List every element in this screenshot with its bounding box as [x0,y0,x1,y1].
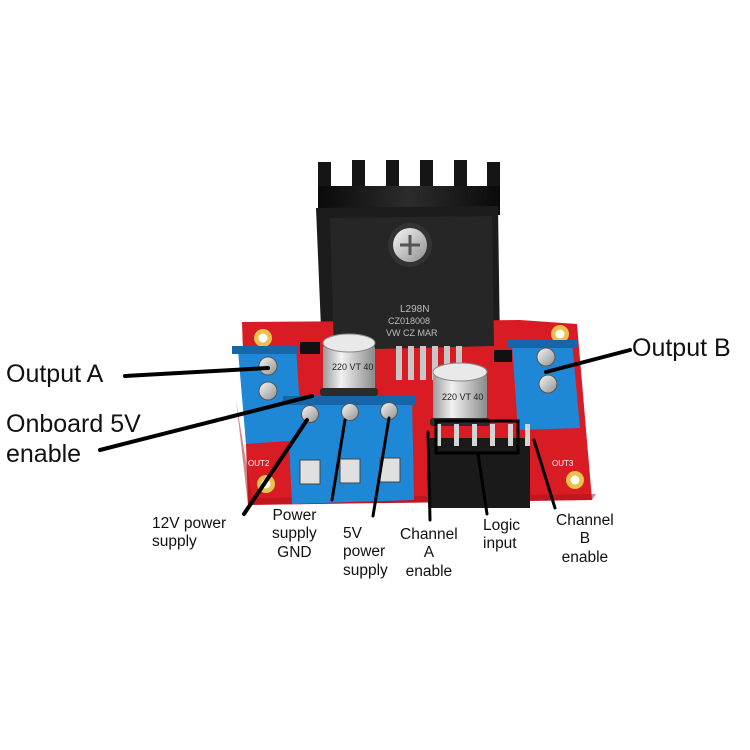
pointer-12v [242,418,309,516]
label-12v-power-supply: 12V power supply [152,515,227,551]
capacitor-right-label: 220 VT 40 [442,392,483,402]
silkscreen-out2: OUT2 [248,459,270,468]
label-output-a: Output A [6,360,104,388]
label-output-b: Output B [632,334,731,362]
capacitor-left: 220 VT 40 [320,333,378,396]
label-channel-a-enable: Channel A enable [400,526,458,580]
label-logic-input: Logic input [483,517,521,553]
pointer-lines [98,348,632,522]
pointer-5v [371,416,391,518]
chip-marking-line3: VW CZ MAR [386,328,438,338]
chip-marking-line1: L298N [400,304,429,315]
capacitor-right: 220 VT 40 [430,362,490,426]
pointer-channel-a [426,430,432,522]
label-5v-power-supply: 5V power supply [343,525,388,579]
chip-marking-line2: CZ018008 [388,316,430,326]
pointer-output-b [544,348,632,374]
pointer-output-a [123,366,270,378]
power-terminal-block [283,396,416,504]
label-channel-b-enable: Channel B enable [556,512,614,566]
output-b-terminal [494,340,580,430]
pointer-onboard-5v [98,394,314,452]
capacitor-left-label: 220 VT 40 [332,362,373,372]
label-power-supply-gnd: Power supply GND [272,507,317,561]
pointer-gnd [330,418,347,502]
motor-driver-chip: L298N CZ018008 VW CZ MAR [330,216,494,380]
logic-header [430,419,530,508]
silkscreen-out3: OUT3 [552,459,574,468]
label-onboard-5v-enable: Onboard 5V enable [6,410,141,468]
pointer-channel-b [532,438,557,510]
pointer-logic [476,452,489,516]
